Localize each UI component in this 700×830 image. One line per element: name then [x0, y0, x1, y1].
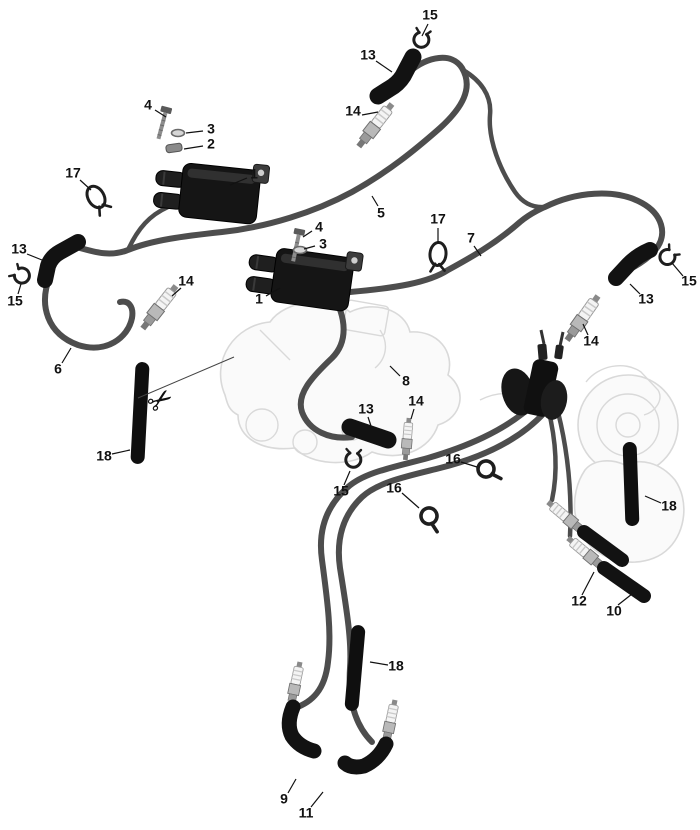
- heat-shield-18-left: [130, 362, 150, 464]
- callout-label-14: 14: [408, 393, 424, 409]
- callout-label-4: 4: [315, 219, 323, 235]
- callout-label-9: 9: [280, 791, 288, 807]
- callout-label-13: 13: [638, 291, 654, 307]
- callout-leader-7: [473, 245, 482, 257]
- callout-label-1: 1: [250, 166, 258, 182]
- boot-13-right: [608, 242, 658, 286]
- callout-leader-1: [229, 177, 248, 186]
- callout-leader-18: [111, 449, 131, 455]
- callout-leader-5: [371, 195, 379, 207]
- washer-3-center: [292, 245, 308, 255]
- callout-label-18: 18: [661, 498, 677, 514]
- callout-label-15: 15: [681, 273, 697, 289]
- callout-label-16: 16: [445, 451, 461, 467]
- callout-leader-3: [303, 245, 316, 250]
- callout-label-10: 10: [606, 603, 622, 619]
- callout-label-17: 17: [430, 211, 446, 227]
- wire-6: [42, 273, 136, 351]
- callout-leader-17: [79, 179, 92, 191]
- heat-shields: [130, 362, 640, 711]
- callout-label-4: 4: [144, 97, 152, 113]
- callout-label-3: 3: [207, 121, 215, 137]
- callout-label-14: 14: [178, 273, 194, 289]
- callout-label-1: 1: [255, 291, 263, 307]
- callout-label-5: 5: [377, 205, 385, 221]
- callout-label-18: 18: [96, 448, 112, 464]
- callout-leader-4: [302, 230, 313, 238]
- callout-leader-10: [617, 593, 633, 606]
- callout-leader-18: [644, 495, 662, 504]
- callout-leader-14: [582, 323, 589, 336]
- callout-label-8: 8: [402, 373, 410, 389]
- callout-leader-18: [369, 661, 389, 666]
- callout-leader-1: [265, 287, 281, 297]
- heat-shield-18-right: [622, 442, 640, 526]
- boot-13-center: [341, 418, 397, 449]
- wire-drop-right: [460, 67, 548, 210]
- boot-9: [281, 699, 322, 759]
- callout-leader-12: [581, 571, 595, 596]
- callout-leader-14: [361, 111, 379, 116]
- callout-label-7: 7: [467, 230, 475, 246]
- callout-label-13: 13: [360, 47, 376, 63]
- boot-12: [577, 525, 629, 567]
- callout-label-15: 15: [422, 7, 438, 23]
- callout-label-14: 14: [345, 103, 361, 119]
- callout-label-13: 13: [358, 401, 374, 417]
- wire-9: [292, 399, 539, 711]
- callout-label-13: 13: [11, 241, 27, 257]
- callout-label-17: 17: [65, 165, 81, 181]
- callout-leader-6: [61, 347, 72, 364]
- callout-leader-16: [401, 492, 420, 509]
- callout-label-12: 12: [571, 593, 587, 609]
- callout-leader-13: [367, 416, 372, 427]
- callout-label-16: 16: [386, 480, 402, 496]
- plug-boots: [37, 48, 658, 775]
- callout-label-3: 3: [319, 236, 327, 252]
- callout-label-14: 14: [583, 333, 599, 349]
- heat-shield-18-bottom: [344, 625, 366, 711]
- wire-coil-a-lead: [125, 204, 171, 253]
- callout-leader-13: [26, 253, 43, 261]
- callout-label-11: 11: [299, 805, 314, 821]
- washer-3-top: [170, 128, 186, 138]
- boot-13-left: [37, 234, 86, 288]
- callout-leader-9: [287, 778, 297, 794]
- callout-label-6: 6: [54, 361, 62, 377]
- coil-assembly: [501, 329, 568, 420]
- callout-leader-14: [410, 408, 415, 420]
- callout-leader-13: [375, 60, 393, 73]
- callout-leader-8: [389, 365, 401, 377]
- callout-label-15: 15: [7, 293, 23, 309]
- callout-leader-14: [171, 287, 182, 297]
- boot-11: [337, 736, 394, 775]
- callout-label-18: 18: [388, 658, 404, 674]
- callout-leader-2: [183, 145, 204, 150]
- callout-leader-15: [671, 262, 684, 277]
- callout-leader-4: [154, 109, 167, 118]
- callout-leader-15: [17, 283, 22, 295]
- callout-leader-3: [185, 130, 204, 134]
- callout-label-15: 15: [333, 483, 349, 499]
- callout-label-2: 2: [207, 136, 215, 152]
- callout-leader-16: [460, 461, 478, 468]
- wire-8: [297, 290, 355, 441]
- callout-leader-13: [629, 283, 641, 295]
- boot-10: [597, 561, 651, 603]
- callout-leader-15: [421, 23, 429, 37]
- callout-leader-11: [310, 791, 324, 808]
- callout-leader-15: [343, 470, 351, 486]
- boot-13-top: [369, 48, 422, 105]
- spacer-2: [165, 142, 183, 154]
